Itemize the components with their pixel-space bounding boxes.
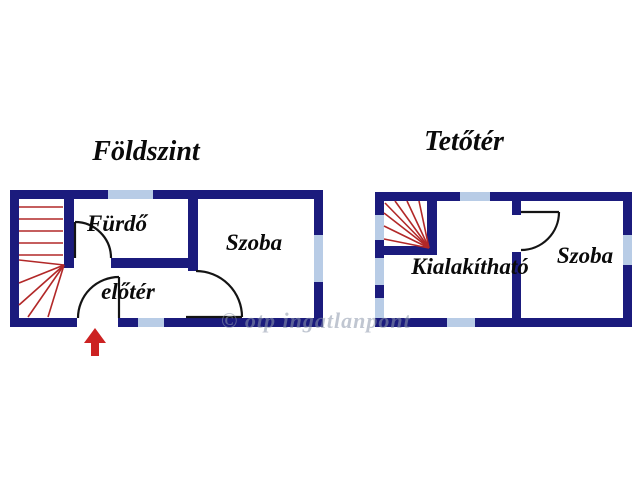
ground-window-right: [314, 235, 323, 282]
ground-window-top: [108, 190, 153, 199]
room-label-ground-room: Szoba: [225, 230, 283, 255]
staircase-symbol-ground: [18, 206, 65, 318]
bathroom-door: [73, 220, 113, 259]
ground-entrance-opening: [77, 318, 118, 327]
attic-room-door: [520, 210, 561, 252]
staircase-symbol-attic: [383, 200, 430, 249]
room-label-attic-convertible: Kialakítható: [411, 254, 529, 279]
ground-room-wall: [188, 199, 198, 271]
attic-window-left-1: [375, 215, 384, 240]
attic-window-top: [460, 192, 490, 201]
attic-room-wall-bottom: [512, 252, 521, 318]
ground-window-bottom: [138, 318, 164, 327]
room-label-hall: előtér: [101, 279, 155, 304]
attic-stair-wall-right: [427, 201, 437, 255]
room-label-bathroom: Fürdő: [86, 211, 148, 236]
attic-room-wall-top: [512, 201, 521, 215]
attic-window-bottom: [447, 318, 475, 327]
entrance-door: [76, 275, 121, 319]
attic-window-right: [623, 235, 632, 265]
ground-room-door: [186, 269, 244, 319]
entrance-arrow-icon: [84, 328, 106, 356]
attic-window-left-2: [375, 258, 384, 285]
attic-window-left-3: [375, 298, 384, 318]
watermark-text: © otp ingatlanpont: [221, 308, 411, 333]
floor-title-ground: Földszint: [92, 136, 200, 167]
ground-bath-hall-wall: [111, 258, 198, 268]
ground-stair-wall: [64, 199, 74, 268]
attic-stair-wall-bottom: [384, 246, 437, 255]
room-label-attic-room: Szoba: [556, 243, 614, 268]
floor-title-attic: Tetőtér: [424, 126, 504, 157]
